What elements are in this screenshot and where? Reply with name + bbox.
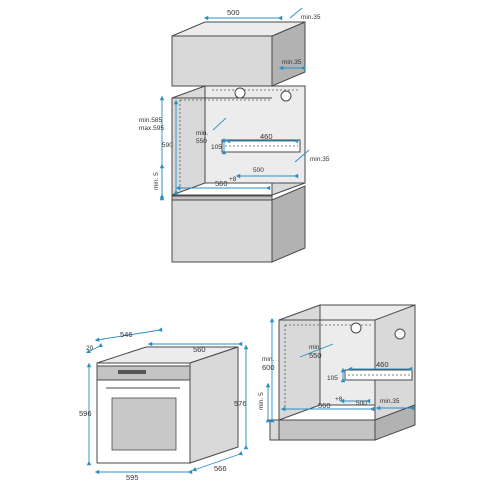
niche-back bbox=[204, 85, 306, 184]
lower-box-side bbox=[271, 185, 306, 263]
dim-min585: min.585 bbox=[139, 117, 163, 124]
oven-window bbox=[111, 397, 177, 451]
dim-min-label: min. bbox=[196, 130, 208, 137]
base-cabinet: min. 600 min. 550 460 105 min. 5 560 +8 … bbox=[258, 304, 416, 441]
dim-560-tol: +8 bbox=[229, 176, 237, 183]
dim-596: 596 bbox=[79, 409, 92, 418]
lower-box-front bbox=[171, 199, 273, 263]
shelf bbox=[171, 195, 273, 201]
dim-min35-top: min.35 bbox=[301, 14, 321, 21]
oven: 546 20 560 596 576 595 566 bbox=[79, 327, 249, 482]
socket-icon bbox=[234, 87, 246, 99]
tall-cabinet: 500 min.35 min.35 min.585 max.595 590 mi… bbox=[139, 7, 330, 263]
dim-550: 550 bbox=[196, 138, 207, 145]
dim-600: 600 bbox=[262, 363, 275, 372]
dim-460: 460 bbox=[376, 360, 389, 369]
dim-560: 560 bbox=[318, 401, 331, 410]
dim-595: 595 bbox=[126, 473, 139, 482]
dim-546: 546 bbox=[120, 330, 133, 339]
dim-105: 105 bbox=[327, 375, 338, 382]
cable-hole-icon bbox=[394, 328, 406, 340]
dim-105: 105 bbox=[211, 144, 222, 151]
dim-560: 560 bbox=[215, 179, 228, 188]
dim-min35-right: min.35 bbox=[282, 59, 302, 66]
upper-box-top bbox=[171, 21, 306, 37]
dim-560: 560 bbox=[193, 345, 206, 354]
plinth-front bbox=[269, 419, 376, 441]
dim-590: 590 bbox=[162, 142, 173, 149]
dim-550: 550 bbox=[309, 351, 322, 360]
dim-min35: min.35 bbox=[380, 398, 400, 405]
dim-20: 20 bbox=[86, 345, 94, 352]
socket-icon bbox=[350, 322, 362, 334]
dim-500: 500 bbox=[356, 400, 367, 407]
dim-min5: min. 5 bbox=[153, 172, 160, 190]
upper-box-front bbox=[171, 35, 273, 87]
dim-max595: max.595 bbox=[139, 125, 164, 132]
dim-500-inner: 500 bbox=[253, 167, 264, 174]
plinth-edge bbox=[269, 419, 280, 441]
dim-566: 566 bbox=[214, 464, 227, 473]
dim-min35-side: min.35 bbox=[310, 156, 330, 163]
cable-hole-icon bbox=[280, 90, 292, 102]
oven-side bbox=[189, 346, 239, 464]
dim-500-top: 500 bbox=[227, 8, 240, 17]
dim-min-label-b: min. bbox=[309, 344, 321, 351]
dim-min5: min. 5 bbox=[258, 392, 265, 410]
display-icon bbox=[118, 370, 146, 374]
dim-576: 576 bbox=[234, 399, 247, 408]
dim-560-tol: +8 bbox=[335, 396, 343, 403]
dim-min-label: min. bbox=[262, 356, 274, 363]
dim-460: 460 bbox=[260, 132, 273, 141]
